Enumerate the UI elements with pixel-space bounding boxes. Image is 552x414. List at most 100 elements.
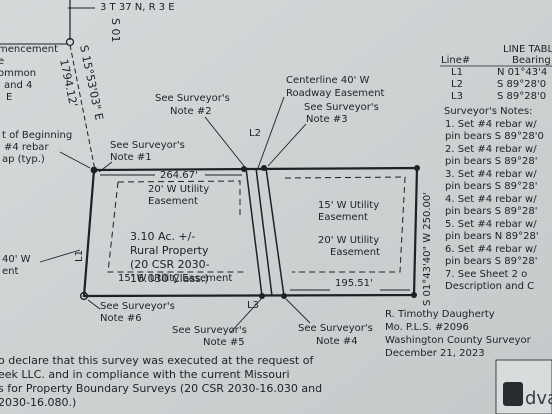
note4-leader <box>285 298 311 324</box>
l2-label: L2 <box>249 128 261 139</box>
top-dimension: 264.67' <box>160 170 198 181</box>
roadway-line-3 <box>265 167 285 297</box>
util-right: 20' W Utility <box>318 235 379 246</box>
note6-label: See Surveyor's <box>100 301 175 312</box>
line-table-row-line: L1 <box>451 67 463 78</box>
line-table-title: LINE TABL <box>503 44 552 55</box>
certification-line: 2030-16.080.) <box>0 396 76 409</box>
note-line: pin bears S 89°28'0 <box>445 131 544 142</box>
roadway-line-1 <box>245 167 263 297</box>
line-table-row-bearing: S 89°28'0 <box>497 91 546 102</box>
note2-leader <box>204 116 245 167</box>
bottom-dimension: 195.51' <box>335 278 373 289</box>
commencement-line: ommon <box>0 68 36 79</box>
note-line: 5. Set #4 rebar w/ <box>445 219 537 230</box>
stamp-watermark: dva <box>525 388 552 409</box>
stamp-badge <box>503 382 523 406</box>
note-line: pin bears S 89°28' <box>445 206 538 217</box>
util-bottom: 15' W Utility Easement <box>118 273 232 284</box>
centerline-leader <box>257 96 285 169</box>
centerline-label: Centerline 40' W <box>286 75 370 86</box>
commencement-line: mencement <box>0 44 58 55</box>
note-line: pin bears S 89°28' <box>445 256 538 267</box>
area-label: (20 CSR 2030- <box>130 258 210 271</box>
note6-label: Note #6 <box>100 313 142 324</box>
note3-label: See Surveyor's <box>304 102 379 113</box>
util-top-right: Easement <box>318 212 368 223</box>
pob-line: ap (typ.) <box>2 154 45 165</box>
corner-pin <box>414 165 420 171</box>
pob-leader <box>59 151 91 169</box>
corner-pin <box>79 291 89 301</box>
certification-line: o declare that this survey was executed … <box>0 354 314 367</box>
commencement-line: e <box>0 56 4 67</box>
certification-line: eek LLC. and in compliance with the curr… <box>0 368 290 381</box>
note-line: 3. Set #4 rebar w/ <box>445 169 537 180</box>
utility-easement-left <box>117 180 241 215</box>
header-clip: S 01 <box>109 18 122 42</box>
note-line: 6. Set #4 rebar w/ <box>445 244 537 255</box>
note2-label: Note #2 <box>170 106 212 117</box>
corner-pin <box>259 293 265 299</box>
note-line: Description and C <box>445 281 534 292</box>
utility-easement-left-bottom <box>107 181 245 273</box>
note5-label: Note #5 <box>203 337 245 348</box>
area-label: 3.10 Ac. +/- <box>130 230 195 243</box>
note1-label: Note #1 <box>110 152 152 163</box>
note2-label: See Surveyor's <box>155 93 230 104</box>
util-right: Easement <box>330 247 380 258</box>
note-line: 1. Set #4 rebar w/ <box>445 119 537 130</box>
left-easement-label: 40' W <box>2 254 31 265</box>
corner-pin <box>411 292 417 298</box>
line-table-row-bearing: N 01°43'4 <box>497 67 547 78</box>
area-label: 16.030 Class.) <box>130 272 209 285</box>
pob-line: #4 rebar <box>4 142 49 153</box>
util-top-left: 20' W Utility <box>148 184 209 195</box>
line-table-col-bearing: Bearing <box>512 55 551 66</box>
commencement-line: E <box>6 92 12 103</box>
line-table-row-line: L3 <box>451 91 463 102</box>
right-dimension: S 01°43'40" W 250.00' <box>422 192 433 306</box>
surveyor-notes: Surveyor's Notes: 1. Set #4 rebar w/ pin… <box>444 106 544 292</box>
note1-label: See Surveyor's <box>110 140 185 151</box>
centerline-label: Roadway Easement <box>286 88 385 99</box>
note5-leader <box>229 297 263 334</box>
corner-pin <box>281 293 287 299</box>
line-table-row-bearing: S 89°28'0 <box>497 79 546 90</box>
note5-label: See Surveyor's <box>172 325 247 336</box>
signature-block: R. Timothy Daugherty Mo. P.L.S. #2096 Wa… <box>385 309 532 359</box>
l3-label: L3 <box>247 300 259 311</box>
note4-label: Note #4 <box>316 336 358 347</box>
signature-license: Mo. P.L.S. #2096 <box>385 322 469 333</box>
signature-date: December 21, 2023 <box>385 348 485 359</box>
left-easement-label: ent <box>2 266 18 277</box>
signature-title: Washington County Surveyor <box>385 335 532 346</box>
township-label: 3 T 37 N, R 3 E <box>100 2 175 13</box>
notes-title: Surveyor's Notes: <box>444 106 532 117</box>
note-line: 2. Set #4 rebar w/ <box>445 144 537 155</box>
commencement-text: mencement e ommon and 4 E <box>0 44 58 103</box>
signature-name: R. Timothy Daugherty <box>385 309 495 320</box>
corner-pin <box>90 166 98 174</box>
certification-text: o declare that this survey was executed … <box>0 354 322 409</box>
utility-easement-right <box>284 176 406 273</box>
note-line: 7. See Sheet 2 o <box>445 269 527 280</box>
note-line: 4. Set #4 rebar w/ <box>445 194 537 205</box>
note1-leader <box>98 161 113 173</box>
line-table-row-line: L2 <box>451 79 463 90</box>
note4-label: See Surveyor's <box>298 323 373 334</box>
pob-line: t of Beginning <box>2 130 72 141</box>
note6-leader <box>87 299 101 310</box>
left-easement-leader <box>39 249 81 263</box>
area-label: Rural Property <box>130 244 209 257</box>
note-line: pin bears S 89°28' <box>445 181 538 192</box>
commencement-line: and 4 <box>4 80 32 91</box>
tie-line <box>69 44 96 171</box>
util-top-left: Easement <box>148 196 198 207</box>
note-line: pin bears N 89°28' <box>445 231 539 242</box>
corner-pin <box>261 165 267 171</box>
corner-pin <box>241 166 247 172</box>
note3-label: Note #3 <box>306 114 348 125</box>
roadway-line-2 <box>255 167 273 297</box>
